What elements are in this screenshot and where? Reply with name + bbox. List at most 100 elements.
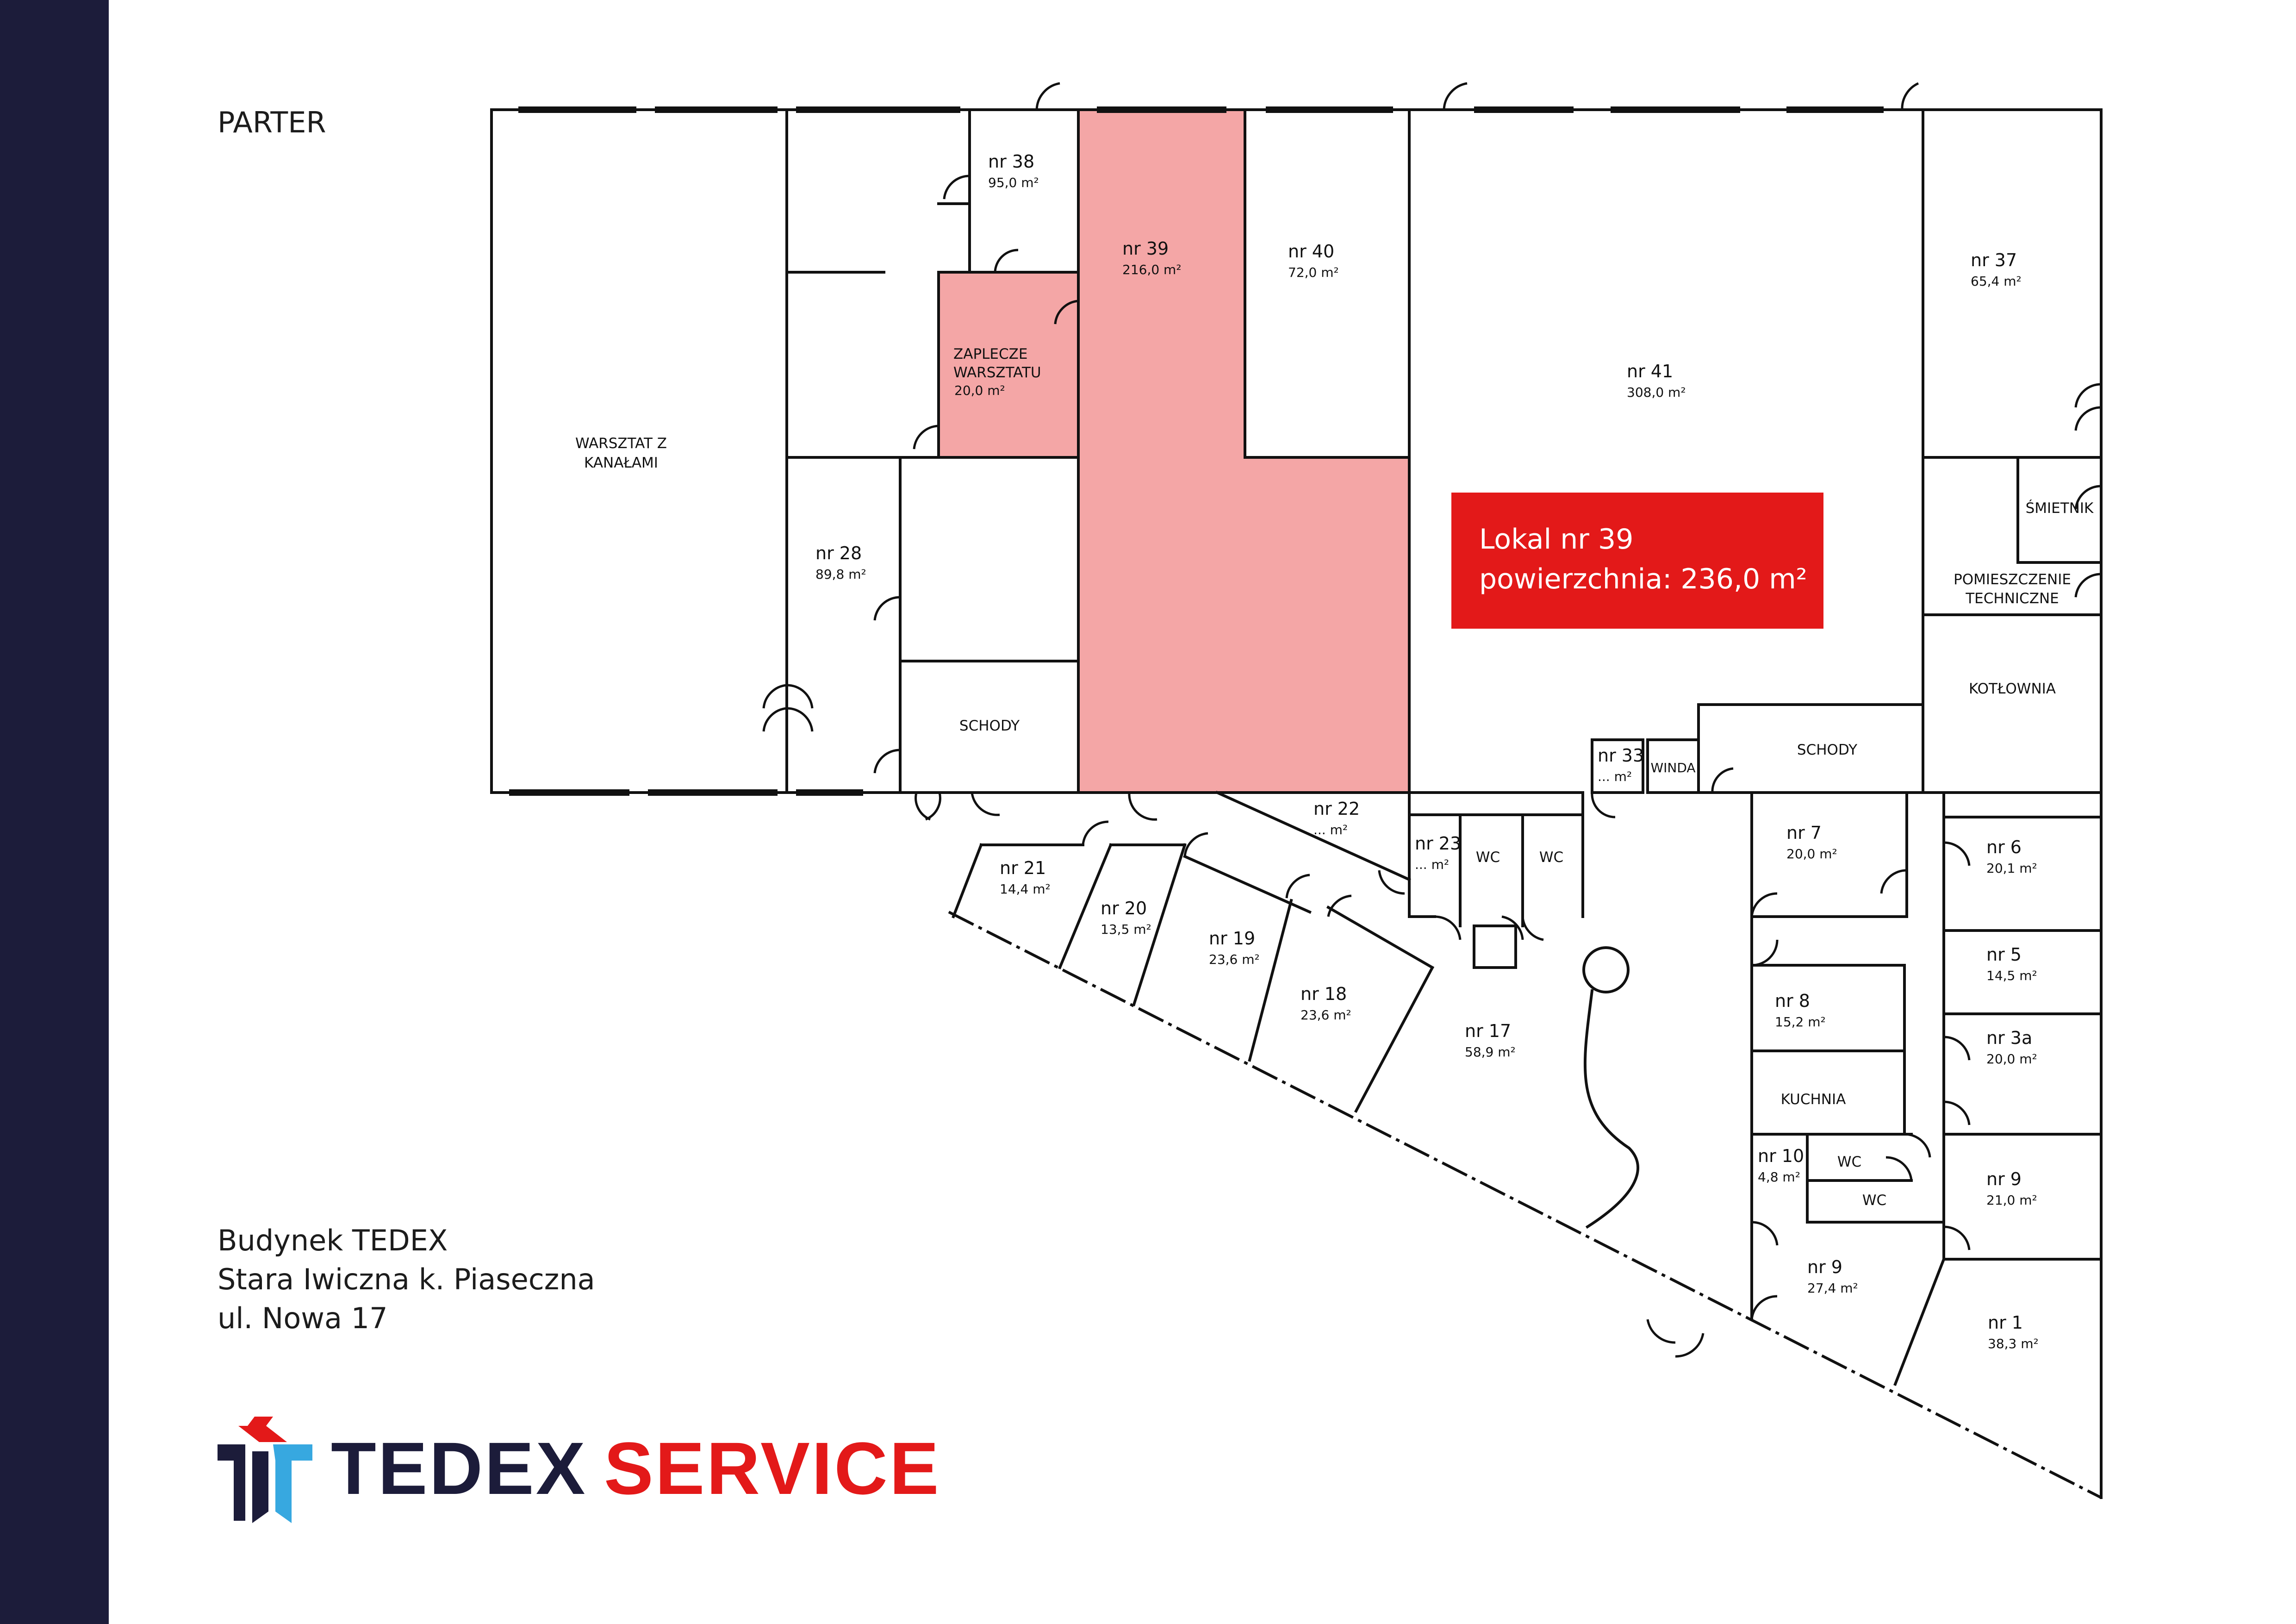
unit-callout: Lokal nr 39 powierzchnia: 236,0 m²	[1451, 493, 1823, 629]
door-icon	[762, 707, 787, 732]
door-icon	[1443, 82, 1468, 110]
room-pomieszczenie-label: TECHNICZNE	[1965, 590, 2059, 607]
door-icon	[1751, 939, 1779, 967]
room-23-area: ... m²	[1415, 857, 1449, 872]
room-40-area: 72,0 m²	[1288, 265, 1339, 280]
room-10-area: 4,8 m²	[1758, 1169, 1800, 1185]
room-9-area: 27,4 m²	[1807, 1280, 1858, 1296]
door-icon	[1591, 792, 1616, 818]
door-icon	[971, 792, 1000, 816]
room-17-name: nr 17	[1465, 1021, 1511, 1041]
door-icon	[1750, 892, 1778, 917]
room-38-area: 95,0 m²	[988, 175, 1039, 190]
room-18-area: 23,6 m²	[1300, 1007, 1351, 1023]
door-icon	[2074, 485, 2102, 510]
door-icon	[925, 792, 941, 821]
door-icon	[1904, 1133, 1931, 1158]
room-wc-label: WC	[1837, 1154, 1861, 1170]
room-1-name: nr 1	[1988, 1312, 2023, 1333]
room-37-name: nr 37	[1971, 250, 2017, 270]
room-37-area: 65,4 m²	[1971, 274, 2022, 289]
brand-name-tedex: TEDEX	[331, 1427, 587, 1510]
door-icon	[786, 707, 814, 732]
room-39-name: nr 39	[1122, 238, 1169, 259]
diagonal-facade	[785, 495, 2102, 1499]
room-wc-label: WC	[1476, 849, 1500, 866]
room-20-area: 13,5 m²	[1101, 922, 1151, 937]
door-icon	[1675, 1333, 1705, 1358]
door-icon	[1750, 1295, 1778, 1320]
zaplecze-fill	[939, 272, 1078, 457]
brand-name-service: SERVICE	[604, 1427, 941, 1510]
highlighted-unit-39[interactable]	[939, 110, 1409, 793]
door-icon	[1901, 82, 1919, 110]
door-icon	[762, 684, 787, 709]
room-21-name: nr 21	[1000, 858, 1046, 878]
door-icon	[1880, 869, 1907, 894]
door-icon	[1434, 915, 1462, 940]
address-line: Stara Iwiczna k. Piaseczna	[218, 1262, 595, 1296]
door-icon	[1327, 894, 1352, 917]
building-address: Budynek TEDEX Stara Iwiczna k. Piaseczna…	[218, 1221, 595, 1338]
room-19-area: 23,6 m²	[1209, 952, 1260, 967]
door-icon	[1082, 820, 1109, 845]
floor-label: PARTER	[218, 106, 326, 139]
room-6-name: nr 6	[1986, 837, 2022, 857]
room-33-name: nr 33	[1598, 745, 1644, 766]
room-18-name: nr 18	[1300, 984, 1347, 1004]
room-zaplecze-area: 20,0 m²	[954, 383, 1005, 398]
room-41-name: nr 41	[1627, 361, 1673, 381]
door-icon	[1501, 915, 1524, 940]
windows	[509, 106, 1884, 796]
door-icon	[1711, 767, 1734, 793]
room-23-name: nr 23	[1415, 833, 1461, 854]
room-17-area: 58,9 m²	[1465, 1044, 1516, 1060]
door-icon	[873, 596, 901, 621]
door-icon	[1885, 1156, 1913, 1181]
door-icon	[1183, 832, 1208, 857]
door-icon	[1521, 916, 1544, 941]
room-3a-area: 20,0 m²	[1986, 1051, 2037, 1067]
door-icon	[1378, 870, 1405, 895]
door-icon	[1943, 1225, 1971, 1250]
room-9-area: 21,0 m²	[1986, 1193, 2037, 1208]
door-icon	[786, 684, 814, 709]
room-21-area: 14,4 m²	[1000, 881, 1051, 897]
room-7-area: 20,0 m²	[1786, 846, 1837, 862]
door-icon	[1943, 1100, 1971, 1125]
room-20-name: nr 20	[1101, 898, 1147, 918]
room-9-name: nr 9	[1807, 1257, 1842, 1277]
room-22-area: ... m²	[1313, 822, 1348, 837]
room-41-area: 308,0 m²	[1627, 385, 1686, 400]
brand-logo: TEDEX SERVICE	[218, 1417, 1004, 1528]
door-swings	[762, 82, 2102, 1358]
room-5-area: 14,5 m²	[1986, 968, 2037, 983]
room-8-area: 15,2 m²	[1775, 1014, 1826, 1030]
door-icon	[1646, 1319, 1676, 1344]
door-icon	[913, 425, 939, 450]
door-icon	[2074, 573, 2102, 598]
door-icon	[873, 749, 901, 774]
door-icon	[1751, 1221, 1779, 1246]
room-schody-label: SCHODY	[959, 718, 1020, 734]
room-38-name: nr 38	[988, 151, 1034, 172]
walls	[490, 108, 2103, 1499]
room-19-name: nr 19	[1209, 928, 1255, 949]
door-icon	[2074, 406, 2102, 431]
room-5-name: nr 5	[1986, 944, 2022, 965]
door-icon	[1035, 82, 1060, 110]
room-40-name: nr 40	[1288, 241, 1334, 262]
room-warsztat-label: WARSZTAT Z	[575, 435, 667, 452]
room-28-area: 89,8 m²	[815, 567, 866, 582]
door-icon	[1943, 1036, 1971, 1061]
room-smietnik-label: ŚMIETNIK	[2026, 500, 2094, 517]
room-3a-name: nr 3a	[1986, 1028, 2032, 1048]
door-icon	[915, 792, 931, 821]
door-icon	[1128, 792, 1157, 821]
room-28-name: nr 28	[815, 543, 862, 563]
room-22-name: nr 22	[1313, 799, 1360, 819]
room-6-area: 20,1 m²	[1986, 861, 2037, 876]
room-33-area: ... m²	[1598, 769, 1632, 784]
room-10-name: nr 10	[1758, 1146, 1804, 1166]
